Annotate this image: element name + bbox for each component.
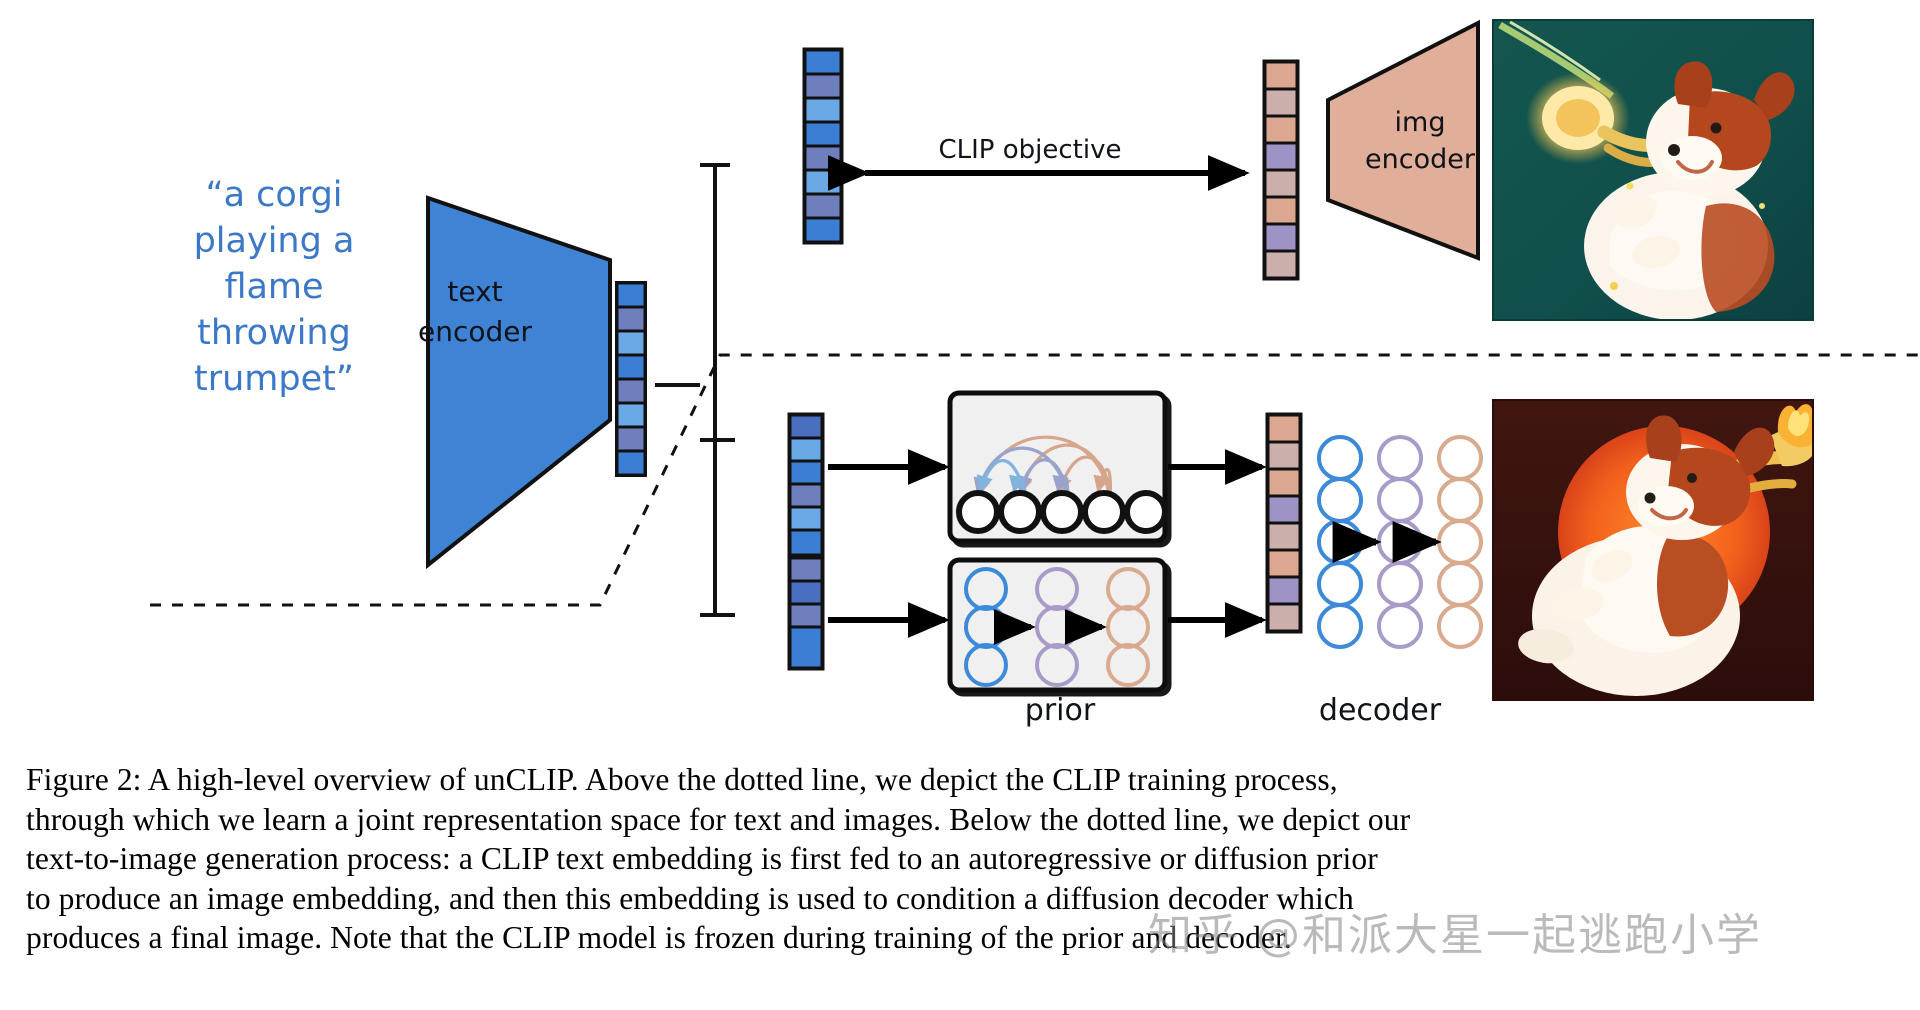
- text-encoder-label: text encoder: [417, 275, 532, 348]
- caption-line: through which we learn a joint represent…: [26, 801, 1411, 837]
- text-embedding-vector-top: [802, 47, 844, 245]
- prior-label: prior: [1024, 693, 1096, 728]
- caption-line: to produce an image embedding, and then …: [26, 880, 1354, 916]
- prompt-text: “a corgi playing a flame throwing trumpe…: [193, 175, 355, 399]
- img-encoder-label: img encoder: [1365, 107, 1475, 175]
- caption-line: Figure 2: A high-level overview of unCLI…: [26, 762, 1338, 797]
- caption-line: produces a final image. Note that the CL…: [26, 920, 1292, 955]
- diagram-svg: [150, 19, 1920, 701]
- decoder-label: decoder: [1318, 693, 1442, 728]
- dotted-divider: [150, 353, 1920, 607]
- img-encoder-shape: [1326, 19, 1480, 261]
- text-encoder-shape: [426, 195, 612, 570]
- generated-corgi-image: [1492, 399, 1814, 701]
- diffusion-prior-panel: [947, 557, 1168, 693]
- decoder-stack: [1317, 435, 1483, 649]
- image-embedding-vector-bottom: [1265, 412, 1303, 634]
- autoregressive-prior-panel: [947, 390, 1168, 544]
- image-embedding-vector-top: [1262, 59, 1300, 281]
- text-embedding-vector-diff: [787, 555, 825, 671]
- autoregressive-nodes: [956, 490, 1168, 534]
- clip-training-corgi-image: [1492, 19, 1814, 321]
- branch-bracket: [655, 163, 735, 617]
- text-embedding-vector-small: [615, 281, 647, 477]
- clip-objective-label: CLIP objective: [938, 135, 1122, 165]
- text-embedding-vector-ar: [787, 412, 825, 558]
- figure-caption: Figure 2: A high-level overview of unCLI…: [26, 760, 1898, 958]
- caption-line: text-to-image generation process: a CLIP…: [26, 841, 1378, 876]
- unclip-diagram: “a corgi playing a flame throwing trumpe…: [150, 19, 1920, 728]
